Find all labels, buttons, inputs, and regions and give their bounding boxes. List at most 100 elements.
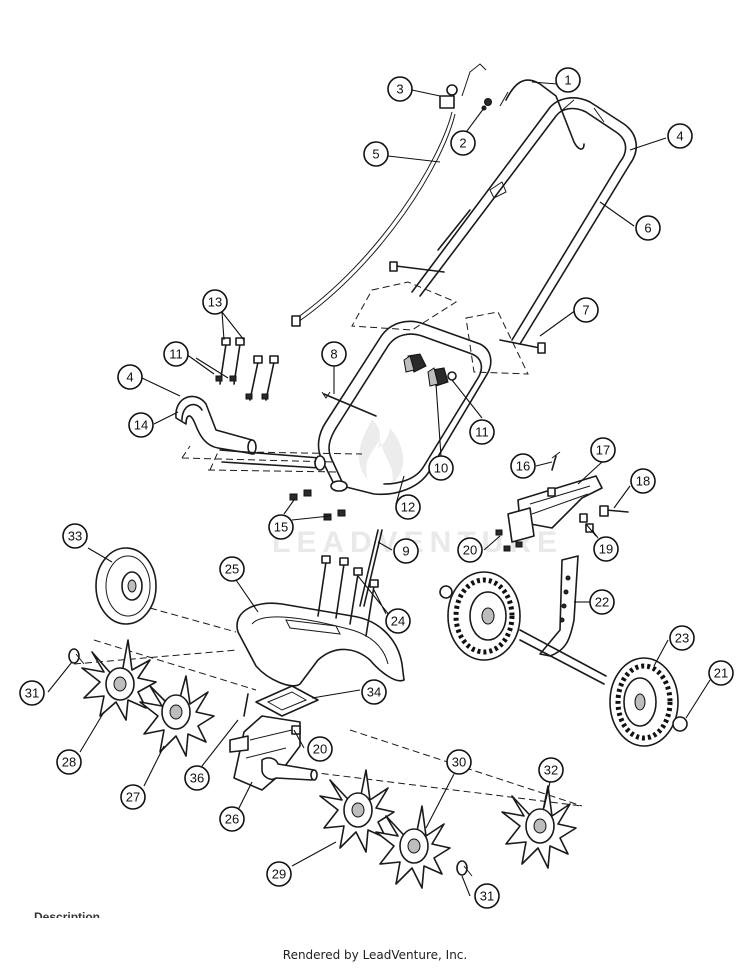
callout-13[interactable]: 13 xyxy=(202,289,228,315)
callout-label: 30 xyxy=(452,755,466,770)
callout-label: 15 xyxy=(274,520,288,535)
callout-label: 9 xyxy=(402,544,409,559)
callout-8[interactable]: 8 xyxy=(321,341,347,367)
callout-30[interactable]: 30 xyxy=(446,749,472,775)
long-bolt-upper xyxy=(499,339,546,354)
callout-36[interactable]: 36 xyxy=(184,765,210,791)
small-nut xyxy=(481,98,492,111)
callout-18[interactable]: 18 xyxy=(630,468,656,494)
callout-label: 18 xyxy=(636,474,650,489)
callout-17[interactable]: 17 xyxy=(590,437,616,463)
hex-nuts xyxy=(289,489,346,521)
callout-4-lower[interactable]: 4 xyxy=(117,364,143,390)
parts-diagram: LEADVENTURE xyxy=(19,63,734,909)
callout-20-upper[interactable]: 20 xyxy=(457,537,483,563)
callout-12[interactable]: 12 xyxy=(395,494,421,520)
callout-14[interactable]: 14 xyxy=(128,412,154,438)
callout-label: 16 xyxy=(516,459,530,474)
callout-label: 32 xyxy=(544,763,558,778)
tine-shield xyxy=(236,602,405,687)
callout-label: 19 xyxy=(599,542,613,557)
callout-label: 10 xyxy=(434,461,448,476)
callout-26[interactable]: 26 xyxy=(219,806,245,832)
callout-label: 27 xyxy=(126,790,140,805)
tine-right-2 xyxy=(375,805,451,889)
callout-label: 24 xyxy=(391,614,405,629)
callout-label: 20 xyxy=(463,543,477,558)
callout-11-left[interactable]: 11 xyxy=(163,341,189,367)
callout-11-right[interactable]: 11 xyxy=(469,419,495,445)
callout-label: 25 xyxy=(225,562,239,577)
callout-25[interactable]: 25 xyxy=(219,556,245,582)
callout-label: 4 xyxy=(126,370,133,385)
transport-wheel-front xyxy=(609,657,688,747)
callout-32[interactable]: 32 xyxy=(538,757,564,783)
callout-label: 31 xyxy=(25,686,39,701)
tine-right-1 xyxy=(319,769,395,853)
callout-15[interactable]: 15 xyxy=(268,514,294,540)
callout-10[interactable]: 10 xyxy=(428,455,454,481)
callout-7[interactable]: 7 xyxy=(573,297,599,323)
control-cable xyxy=(291,63,487,327)
callout-label: 7 xyxy=(582,303,589,318)
tine-left-outer xyxy=(81,639,157,721)
callout-27[interactable]: 27 xyxy=(120,784,146,810)
callout-label: 14 xyxy=(134,418,148,433)
callout-label: 26 xyxy=(225,812,239,827)
tine-right-outer xyxy=(501,785,577,869)
handle-knobs xyxy=(403,353,457,387)
callout-label: 28 xyxy=(62,755,76,770)
wheel-bracket xyxy=(495,451,629,552)
callout-34[interactable]: 34 xyxy=(361,679,387,705)
callout-9[interactable]: 9 xyxy=(393,538,419,564)
callout-label: 17 xyxy=(596,443,610,458)
callout-label: 33 xyxy=(68,529,82,544)
cable-clip xyxy=(439,95,455,109)
callout-5[interactable]: 5 xyxy=(363,141,389,167)
callout-6[interactable]: 6 xyxy=(635,215,661,241)
callout-label: 34 xyxy=(367,685,381,700)
axle-bracket xyxy=(519,555,607,685)
hairpin-clips xyxy=(68,648,473,877)
callout-22[interactable]: 22 xyxy=(589,589,615,615)
callout-label: 20 xyxy=(313,742,327,757)
callout-label: 21 xyxy=(714,666,728,681)
callout-label: 4 xyxy=(676,129,683,144)
callout-label: 2 xyxy=(459,136,466,151)
partial-caption: Description xyxy=(34,910,101,918)
callout-20-lower[interactable]: 20 xyxy=(307,736,333,762)
callout-28[interactable]: 28 xyxy=(56,749,82,775)
callout-label: 12 xyxy=(401,500,415,515)
callout-31-right[interactable]: 31 xyxy=(474,883,500,909)
callout-16[interactable]: 16 xyxy=(510,453,536,479)
callout-label: 23 xyxy=(675,631,689,646)
callout-21[interactable]: 21 xyxy=(708,660,734,686)
gasket-plate xyxy=(255,685,319,717)
callout-3[interactable]: 3 xyxy=(387,76,413,102)
lower-brace xyxy=(175,395,326,471)
upper-handle-bolt xyxy=(389,261,445,273)
callout-24[interactable]: 24 xyxy=(385,608,411,634)
callout-label: 11 xyxy=(475,425,489,440)
callout-1[interactable]: 1 xyxy=(555,67,581,93)
callout-label: 6 xyxy=(644,221,651,236)
callout-4-upper[interactable]: 4 xyxy=(667,123,693,149)
tine-left-inner xyxy=(139,675,215,757)
transmission-housing xyxy=(229,693,318,791)
callout-label: 11 xyxy=(169,347,183,362)
callout-label: 36 xyxy=(190,771,204,786)
callout-label: 29 xyxy=(272,867,286,882)
leader-lines xyxy=(47,81,711,897)
callout-31-left[interactable]: 31 xyxy=(19,680,45,706)
callout-33[interactable]: 33 xyxy=(62,523,88,549)
callout-label: 1 xyxy=(564,73,571,88)
callout-2[interactable]: 2 xyxy=(450,130,476,156)
callout-label: 22 xyxy=(595,595,609,610)
callout-label: 31 xyxy=(480,889,494,904)
callout-19[interactable]: 19 xyxy=(593,536,619,562)
callout-29[interactable]: 29 xyxy=(266,861,292,887)
lower-handle xyxy=(317,320,492,496)
callout-label: 5 xyxy=(372,147,379,162)
callout-23[interactable]: 23 xyxy=(669,625,695,651)
callout-label: 13 xyxy=(208,295,222,310)
